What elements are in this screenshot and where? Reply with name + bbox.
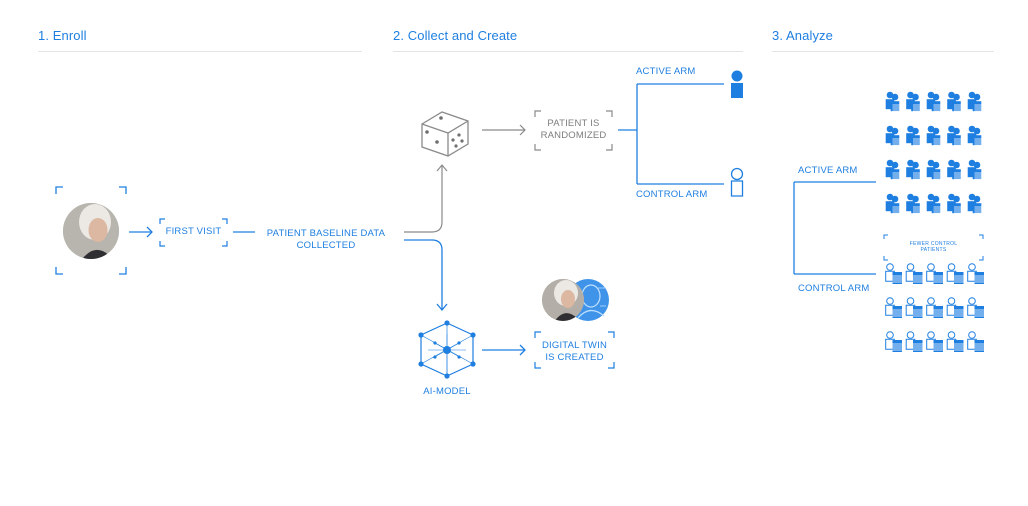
control-patients-grid	[886, 264, 984, 352]
photo-frame	[55, 186, 127, 275]
section-rule-analyze	[772, 51, 994, 52]
baseline-label-line2: COLLECTED	[296, 240, 356, 251]
arrow-to-randomized	[482, 124, 526, 136]
ai-model-label: AI-MODEL	[423, 386, 471, 397]
patient-stack-icon	[886, 194, 902, 214]
section-title-collect: 2. Collect and Create	[393, 28, 518, 43]
patient-stack-icon	[906, 264, 922, 284]
digital-twin-bracket	[534, 331, 615, 369]
patient-stack-icon	[886, 298, 902, 318]
patient-stack-icon	[906, 92, 922, 112]
randomized-bracket	[534, 110, 613, 151]
patient-stack-icon	[906, 126, 922, 146]
person-filled-icon	[731, 70, 743, 98]
section-rule-collect	[393, 51, 743, 52]
patient-stack-icon	[927, 160, 943, 180]
patient-stack-icon	[968, 126, 984, 146]
patient-stack-icon	[947, 332, 963, 352]
patient-stack-icon	[906, 160, 922, 180]
patient-stack-icon	[886, 92, 902, 112]
patient-stack-icon	[906, 298, 922, 318]
patient-stack-icon	[947, 264, 963, 284]
randomized-label-line1: PATIENT IS	[547, 118, 600, 129]
patient-stack-icon	[906, 194, 922, 214]
analyze-arm-lines	[793, 181, 876, 275]
analyze-control-arm-label: CONTROL ARM	[798, 283, 870, 294]
fewer-control-label-line2: PATIENTS	[920, 247, 947, 253]
patient-stack-icon	[927, 332, 943, 352]
fewer-control-label: FEWER CONTROL PATIENTS	[884, 241, 983, 253]
patient-stack-icon	[947, 126, 963, 146]
patient-stack-icon	[886, 160, 902, 180]
arrow-to-ai-model	[404, 239, 448, 312]
person-outline-icon	[730, 167, 744, 197]
collect-active-arm-label: ACTIVE ARM	[636, 66, 696, 77]
baseline-label: PATIENT BASELINE DATA COLLECTED	[256, 228, 396, 252]
patient-stack-icon	[927, 298, 943, 318]
patient-stack-icon	[947, 160, 963, 180]
fewer-control-bracket	[883, 234, 984, 261]
randomized-label: PATIENT IS RANDOMIZED	[535, 118, 612, 142]
patient-photo	[63, 203, 119, 259]
arrow-to-dice	[404, 164, 448, 233]
section-rule-enroll	[38, 51, 362, 52]
digital-twin-label: DIGITAL TWIN IS CREATED	[535, 340, 614, 364]
section-title-analyze: 3. Analyze	[772, 28, 833, 43]
active-patients-grid	[886, 92, 984, 214]
arm-split-lines	[618, 83, 724, 185]
patient-stack-icon	[947, 194, 963, 214]
patient-stack-icon	[968, 264, 984, 284]
randomized-label-line2: RANDOMIZED	[540, 130, 607, 141]
first-visit-label: FIRST VISIT	[165, 226, 222, 237]
patient-stack-icon	[927, 126, 943, 146]
fewer-control-label-line1: FEWER CONTROL	[909, 241, 958, 247]
patient-stack-icon	[906, 332, 922, 352]
patient-stack-icon	[886, 264, 902, 284]
digital-twin-label-line2: IS CREATED	[545, 352, 604, 363]
patient-stack-icon	[968, 298, 984, 318]
patient-stack-icon	[968, 332, 984, 352]
first-visit-bracket	[159, 218, 228, 247]
patient-stack-icon	[886, 126, 902, 146]
patient-stack-icon	[968, 92, 984, 112]
arrow-to-first-visit	[129, 226, 153, 238]
patient-stack-icon	[968, 194, 984, 214]
arrow-to-digital-twin	[482, 344, 526, 356]
patient-stack-icon	[947, 92, 963, 112]
patient-stack-icon	[886, 332, 902, 352]
ai-model-icon	[418, 320, 476, 379]
dice-icon	[421, 111, 469, 157]
patient-stack-icon	[947, 298, 963, 318]
collect-control-arm-label: CONTROL ARM	[636, 189, 708, 200]
patient-stack-icon	[927, 264, 943, 284]
baseline-label-line1: PATIENT BASELINE DATA	[266, 228, 386, 239]
digital-twin-icon	[542, 279, 609, 321]
patient-stack-icon	[927, 194, 943, 214]
section-title-enroll: 1. Enroll	[38, 28, 87, 43]
patient-stack-icon	[968, 160, 984, 180]
digital-twin-label-line1: DIGITAL TWIN	[541, 340, 608, 351]
patient-stack-icon	[927, 92, 943, 112]
analyze-active-arm-label: ACTIVE ARM	[798, 165, 858, 176]
